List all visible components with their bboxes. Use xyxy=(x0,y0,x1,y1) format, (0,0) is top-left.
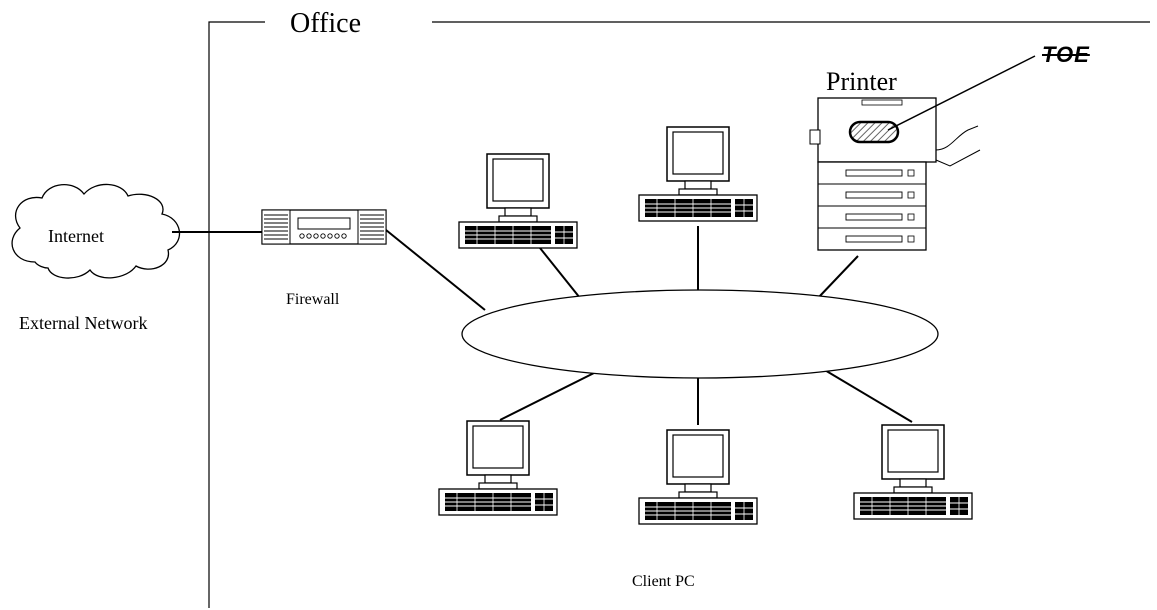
office-title: Office xyxy=(290,8,361,39)
firewall-lan-link xyxy=(385,229,486,311)
client-pc-label: Client PC xyxy=(632,573,695,590)
lan-links xyxy=(385,226,913,425)
internet-cloud xyxy=(11,183,181,279)
pc-top-left-link xyxy=(539,247,581,299)
pc-bottom-left xyxy=(438,420,558,516)
pc-bottom-left-link xyxy=(499,369,601,421)
firewall-device xyxy=(261,209,387,245)
toe-highlight xyxy=(848,120,900,144)
external-network-label: External Network xyxy=(19,313,148,333)
printer-link xyxy=(817,255,859,299)
printer-label: Printer xyxy=(826,67,897,96)
toe-pointer-line xyxy=(887,55,1036,131)
internet-label: Internet xyxy=(48,226,104,246)
lan-ellipse xyxy=(461,289,939,379)
toe-label: TOE xyxy=(1042,42,1090,67)
office-boundary-left xyxy=(208,21,265,608)
pc-top-center xyxy=(638,126,758,222)
pc-bottom-right-link xyxy=(817,365,913,423)
pc-top-left xyxy=(458,153,578,249)
pc-bottom-right xyxy=(853,424,973,520)
printer-device xyxy=(809,97,981,251)
pc-bottom-center xyxy=(638,429,758,525)
firewall-label: Firewall xyxy=(286,291,340,308)
